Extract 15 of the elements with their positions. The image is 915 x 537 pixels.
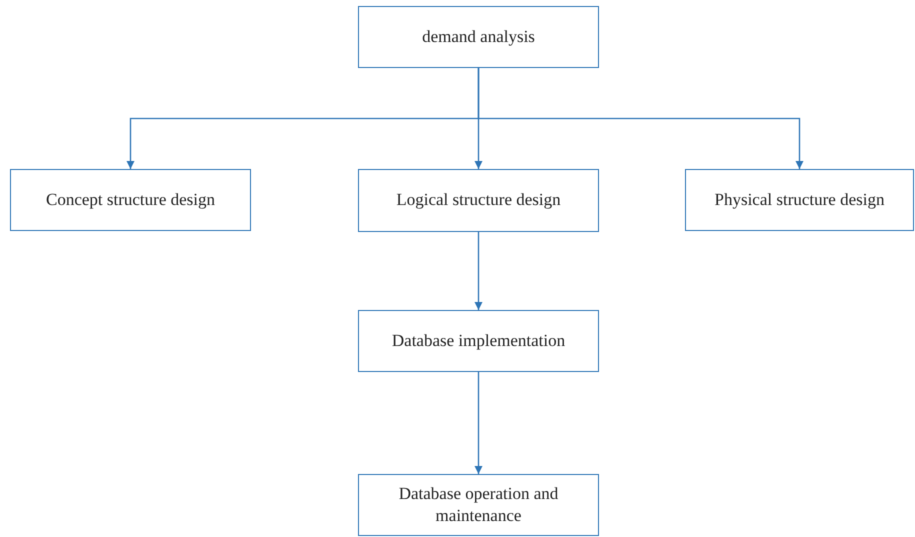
- arrow: [474, 232, 482, 310]
- node-label: demand analysis: [421, 26, 536, 48]
- process-box: [358, 310, 599, 372]
- node-label: Database implementation: [390, 330, 566, 352]
- node-label: Concept structure design: [44, 188, 216, 211]
- process-box: [10, 169, 251, 231]
- process-box: [685, 169, 914, 231]
- node-label: Database operation and maintenance: [398, 482, 560, 527]
- process-box: [358, 474, 599, 536]
- node-label: Physical structure design: [714, 188, 886, 211]
- process-box: [358, 169, 599, 232]
- arrow: [478, 68, 804, 169]
- process-box: [358, 6, 599, 68]
- node-label: Logical structure design: [395, 189, 562, 212]
- arrow: [474, 372, 482, 474]
